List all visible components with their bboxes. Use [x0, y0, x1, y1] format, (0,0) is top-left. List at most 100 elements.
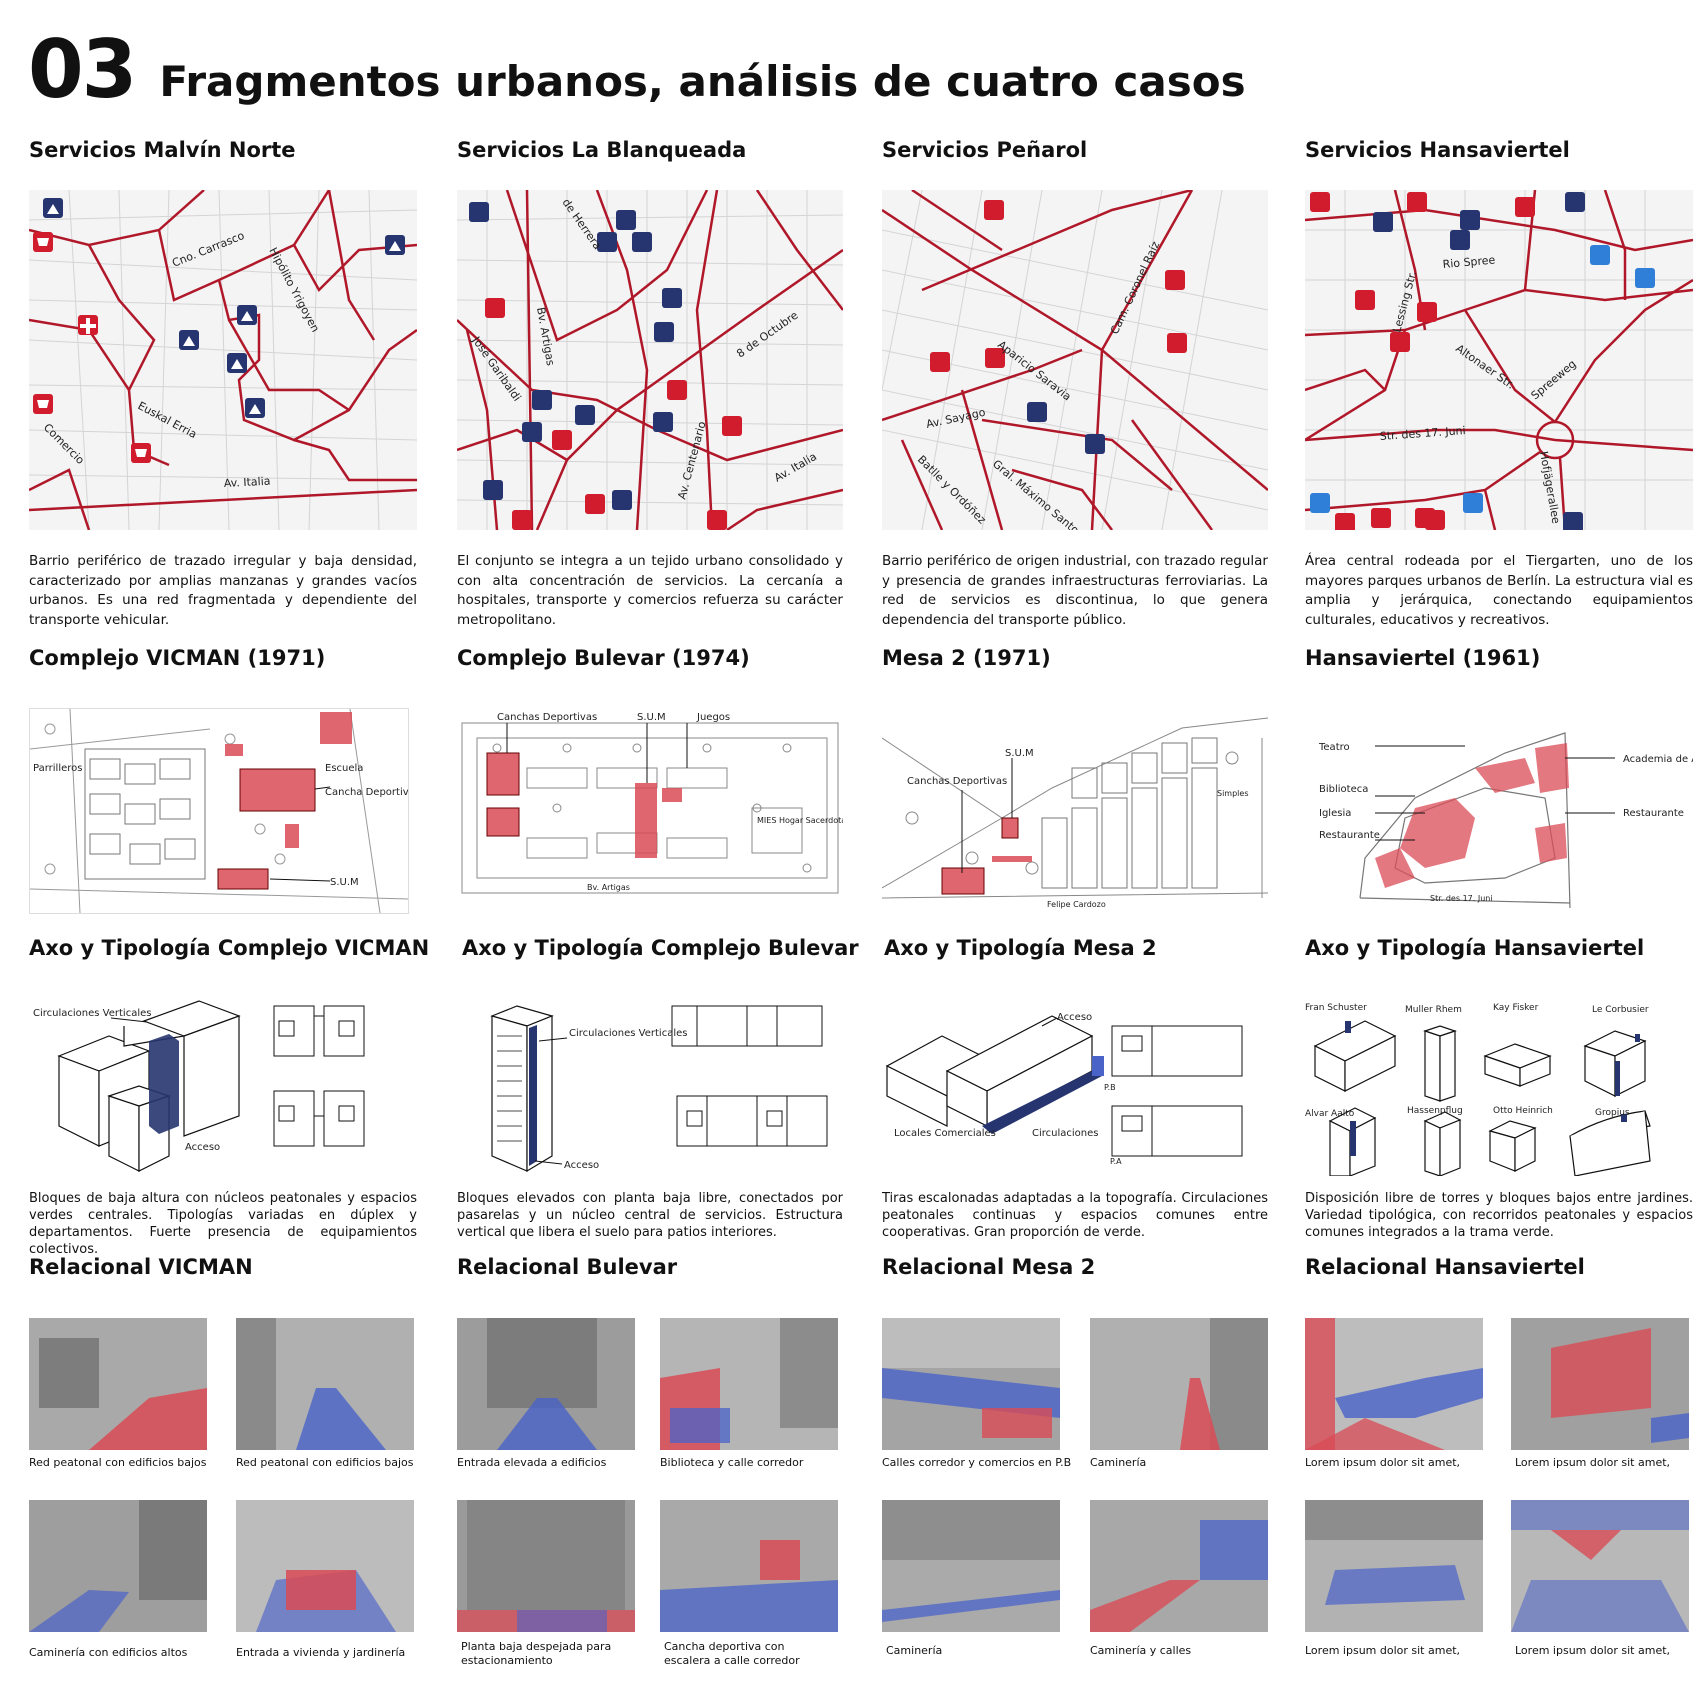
photo — [660, 1318, 838, 1450]
services-title: Servicios Malvín Norte — [29, 138, 296, 162]
school-icon — [522, 422, 542, 442]
school-icon — [597, 232, 617, 252]
photo-caption: Entrada elevada a edificios — [457, 1456, 607, 1469]
photo — [29, 1500, 207, 1632]
axo-title: Axo y Tipología Hansaviertel — [1305, 936, 1645, 960]
axo-description: Disposición libre de torres y bloques ba… — [1305, 1191, 1693, 1240]
plan-label: Escuela — [325, 763, 363, 774]
relational-title: Relacional Bulevar — [457, 1255, 678, 1279]
axo-label: Acceso — [564, 1160, 599, 1171]
services-description: El conjunto se integra a un tejido urban… — [457, 553, 843, 628]
shop-icon — [512, 510, 532, 530]
photo — [1511, 1500, 1689, 1632]
shop-icon — [131, 443, 151, 463]
school-icon — [532, 390, 552, 410]
services-title: Servicios Hansaviertel — [1305, 138, 1570, 162]
shop-icon — [1335, 513, 1355, 530]
complex-plan: Canchas Deportivas S.U.M Juegos MIES Hog… — [457, 708, 843, 912]
plan-label: S.U.M — [637, 712, 666, 723]
photo-caption: Lorem ipsum dolor sit amet, — [1305, 1644, 1461, 1657]
school-icon — [179, 330, 199, 350]
map-label: Av. Italia — [223, 475, 270, 490]
photo-caption: Lorem ipsum dolor sit amet, — [1305, 1456, 1461, 1469]
complex-plan: S.U.M Canchas Deportivas Simples Felipe … — [882, 708, 1268, 912]
axo-description: Bloques de baja altura con núcleos peato… — [29, 1191, 417, 1257]
photo — [1511, 1318, 1689, 1450]
map-label: Euskal Erria — [136, 399, 199, 441]
photo-caption: Lorem ipsum dolor sit amet, — [1515, 1644, 1671, 1657]
school-icon — [616, 210, 636, 230]
police-icon — [1635, 268, 1655, 288]
plan-label: Str. des 17. Juni — [1430, 894, 1493, 903]
shop-icon — [1355, 290, 1375, 310]
photo — [236, 1318, 414, 1450]
services-title: Servicios Peñarol — [882, 138, 1088, 162]
photo — [1305, 1318, 1483, 1450]
axo-title: Axo y Tipología Mesa 2 — [884, 936, 1157, 960]
plan-label: Bv. Artigas — [587, 883, 630, 892]
map-label: Altonaer Str. — [1453, 342, 1517, 392]
complex-title: Hansaviertel (1961) — [1305, 646, 1541, 670]
hospital-icon — [1425, 510, 1445, 530]
map-label: Batlle y Ordóñez — [915, 453, 989, 527]
axo-label: Gropius — [1595, 1108, 1630, 1118]
school-icon — [654, 322, 674, 342]
map-label: Av. Italia — [772, 450, 819, 485]
map-label: Hipólito Yrigoyen — [266, 245, 322, 334]
shop-icon — [585, 494, 605, 514]
school-icon — [237, 305, 257, 325]
plan-label: S.U.M — [1005, 748, 1034, 759]
plan-label: Iglesia — [1319, 808, 1351, 819]
axo-label: P.A — [1110, 1157, 1122, 1166]
axo-label: Acceso — [1057, 1012, 1092, 1023]
plan-label: Canchas Deportivas — [497, 712, 597, 723]
photo-caption: Caminería con edificios altos — [29, 1646, 188, 1659]
plan-label: Restaurante — [1319, 830, 1380, 841]
axo-label: P.B — [1104, 1083, 1116, 1092]
complex-title: Mesa 2 (1971) — [882, 646, 1051, 670]
axo-description: Bloques elevados con planta baja libre, … — [457, 1191, 843, 1240]
plan-label: Simples — [1217, 789, 1248, 798]
shop-icon — [1515, 197, 1535, 217]
plan-label: Felipe Cardozo — [1047, 900, 1106, 909]
school-icon — [245, 398, 265, 418]
photo-caption: Lorem ipsum dolor sit amet, — [1515, 1456, 1671, 1469]
axo-label: Muller Rhem — [1405, 1005, 1462, 1015]
school-icon — [1027, 402, 1047, 422]
school-icon — [227, 353, 247, 373]
photo-caption: Red peatonal con edificios bajos — [29, 1456, 207, 1469]
axo-label: Alvar Aalto — [1305, 1109, 1355, 1119]
relational-title: Relacional Mesa 2 — [882, 1255, 1096, 1279]
school-icon — [1450, 230, 1470, 250]
section-title: Fragmentos urbanos, análisis de cuatro c… — [159, 57, 1246, 106]
shop-icon — [1165, 270, 1185, 290]
hospital-icon — [667, 380, 687, 400]
plan-label: Parrilleros — [33, 763, 82, 774]
photo-caption: Calles corredor y comercios en P.B — [882, 1456, 1072, 1469]
school-icon — [385, 235, 405, 255]
police-icon — [1590, 245, 1610, 265]
photo-caption: Red peatonal con edificios bajos — [236, 1456, 414, 1469]
hospital-icon — [78, 315, 98, 335]
section-number: 03 — [28, 23, 137, 116]
map-label: Aparicio Saravia — [995, 338, 1073, 403]
services-map: Bv. Artigas José Garibaldi 8 de Octubre … — [457, 190, 843, 530]
school-icon — [575, 405, 595, 425]
complex-title: Complejo VICMAN (1971) — [29, 646, 326, 670]
services-description: Barrio periférico de trazado irregular y… — [29, 553, 417, 628]
photo — [457, 1318, 635, 1450]
school-icon — [43, 198, 63, 218]
shop-icon — [1390, 332, 1410, 352]
school-icon — [483, 480, 503, 500]
photo — [236, 1500, 414, 1632]
hospital-icon — [722, 416, 742, 436]
map-label: Av. Centenario — [675, 420, 708, 501]
school-icon — [1565, 192, 1585, 212]
services-description: Barrio periférico de origen industrial, … — [882, 553, 1268, 628]
axo-title: Axo y Tipología Complejo VICMAN — [29, 936, 430, 960]
map-label: Hofjägerallee — [1537, 450, 1563, 525]
plan-label: Biblioteca — [1319, 784, 1368, 795]
axo-label: Locales Comerciales — [894, 1128, 996, 1139]
axo-label: Acceso — [185, 1142, 220, 1153]
services-map: Cno. Carrasco Hipólito Yrigoyen Euskal E… — [29, 190, 417, 530]
